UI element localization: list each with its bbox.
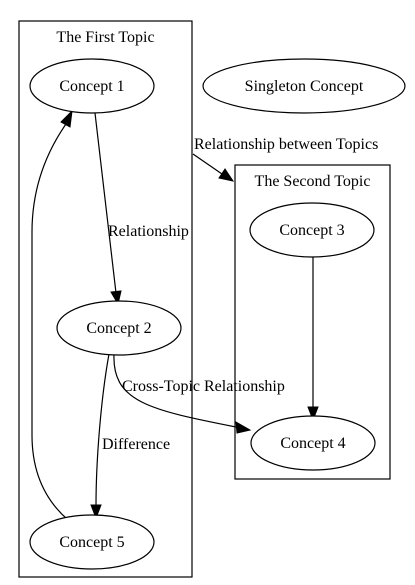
node-concept-5-shape — [29, 514, 155, 570]
node-concept-2[interactable]: Concept 2 — [56, 300, 182, 356]
edge-difference: Difference — [90, 353, 170, 520]
node-concept-4[interactable]: Concept 4 — [250, 415, 376, 471]
node-concept-1-shape — [29, 58, 155, 114]
cluster-first-topic: The First Topic — [18, 20, 193, 578]
node-concept-1[interactable]: Concept 1 — [29, 58, 155, 114]
edge-concept5-to-concept1 — [31, 109, 73, 520]
edge-cross-topic: Cross-Topic Relationship — [113, 353, 285, 434]
node-concept-1-label: Concept 1 — [59, 78, 124, 95]
edge-between-topics-arrowhead — [218, 168, 235, 182]
edge-difference-arrowhead — [90, 504, 102, 520]
cluster-second-topic-label: The Second Topic — [255, 173, 371, 190]
edge-cross-topic-line — [113, 353, 237, 428]
edge-relationship-line — [94, 112, 117, 294]
node-concept-4-label: Concept 4 — [280, 435, 345, 452]
edge-concept5-to-concept1-arrowhead — [60, 109, 73, 128]
node-concept-3[interactable]: Concept 3 — [249, 202, 375, 258]
edge-cross-topic-arrowhead — [235, 421, 252, 434]
node-concept-3-shape — [249, 202, 375, 258]
edge-concept5-to-concept1-line — [31, 123, 68, 520]
node-singleton-concept-label: Singleton Concept — [245, 78, 364, 95]
cluster-first-topic-border — [18, 20, 193, 578]
edge-between-topics: Relationship between Topics — [192, 136, 378, 182]
node-concept-2-shape — [56, 300, 182, 356]
node-singleton-concept-shape — [202, 58, 406, 114]
cluster-second-topic-border — [234, 164, 391, 480]
edge-cross-topic-label: Cross-Topic Relationship — [122, 378, 285, 395]
edge-relationship-label: Relationship — [108, 223, 189, 240]
node-singleton-concept[interactable]: Singleton Concept — [202, 58, 406, 114]
cluster-second-topic: The Second Topic — [234, 164, 391, 480]
edge-concept3-to-concept4-arrowhead — [307, 406, 319, 422]
node-concept-4-shape — [250, 415, 376, 471]
edge-concept3-to-concept4 — [307, 256, 319, 422]
edge-relationship: Relationship — [94, 112, 189, 306]
node-concept-2-label: Concept 2 — [86, 320, 151, 337]
cluster-first-topic-label: The First Topic — [56, 29, 154, 46]
edge-difference-label: Difference — [102, 436, 170, 453]
node-concept-3-label: Concept 3 — [279, 222, 344, 239]
edge-difference-line — [95, 353, 110, 507]
edge-between-topics-line — [192, 153, 223, 175]
node-concept-5-label: Concept 5 — [59, 534, 124, 551]
node-concept-5[interactable]: Concept 5 — [29, 514, 155, 570]
edge-between-topics-label: Relationship between Topics — [194, 136, 378, 153]
